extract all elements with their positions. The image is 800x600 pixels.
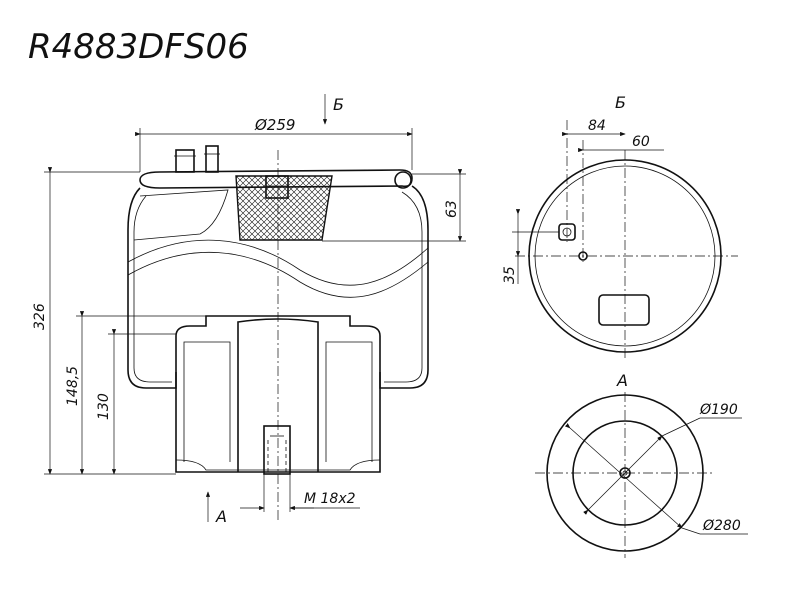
dim-total-height: 326 xyxy=(32,167,176,475)
dim-piston-height: 148,5 xyxy=(65,311,206,475)
bumper-block xyxy=(235,175,333,241)
dim-inner-height: 130 xyxy=(96,329,176,475)
threaded-insert xyxy=(263,425,291,475)
view-b-label: Б xyxy=(615,93,626,112)
top-plate xyxy=(139,169,413,189)
dim-inner-height-label: 130 xyxy=(96,393,112,420)
break-line-lower xyxy=(127,251,429,298)
view-a: А Ø190 Ø280 xyxy=(535,371,748,558)
view-b: Б 84 60 35 xyxy=(502,93,738,360)
view-a-label: А xyxy=(616,371,628,390)
dim-total-height-label: 326 xyxy=(32,303,48,330)
bellows-outline xyxy=(127,185,429,389)
dim-diameter-280-label: Ø280 xyxy=(702,518,741,534)
dim-diameter-190-label: Ø190 xyxy=(699,402,738,418)
gusset xyxy=(133,189,229,241)
dim-overall-diameter-label: Ø259 xyxy=(254,116,295,134)
dim-thread-label: M 18x2 xyxy=(304,491,356,507)
dim-plate-height-label: 63 xyxy=(444,200,460,218)
air-fitting-left xyxy=(175,149,195,173)
piston-inner xyxy=(183,341,373,462)
dim-overall-diameter: Ø259 xyxy=(135,116,413,172)
view-arrow-a: А xyxy=(205,491,227,526)
piston-body xyxy=(175,315,381,473)
section-marker-top: Б xyxy=(322,94,344,125)
air-fitting-right xyxy=(205,145,219,173)
stud-nut xyxy=(265,175,289,199)
side-view xyxy=(127,145,429,520)
bead-curl xyxy=(394,171,412,189)
bellows-inner-line xyxy=(133,191,423,383)
dim-offset-60-label: 60 xyxy=(632,134,650,150)
view-arrow-a-label: А xyxy=(215,507,227,526)
section-marker-label: Б xyxy=(333,95,344,114)
view-b-label-plate xyxy=(598,294,650,326)
dim-offset-35-label: 35 xyxy=(502,266,518,284)
dim-thread: M 18x2 xyxy=(240,474,360,512)
drawing-title: R4883DFS06 xyxy=(28,27,249,67)
dim-plate-height: 63 xyxy=(322,169,466,242)
break-line-upper xyxy=(127,239,429,286)
dim-piston-height-label: 148,5 xyxy=(65,366,81,406)
dim-offset-84-label: 84 xyxy=(588,118,606,134)
piston-center-post xyxy=(237,318,319,472)
